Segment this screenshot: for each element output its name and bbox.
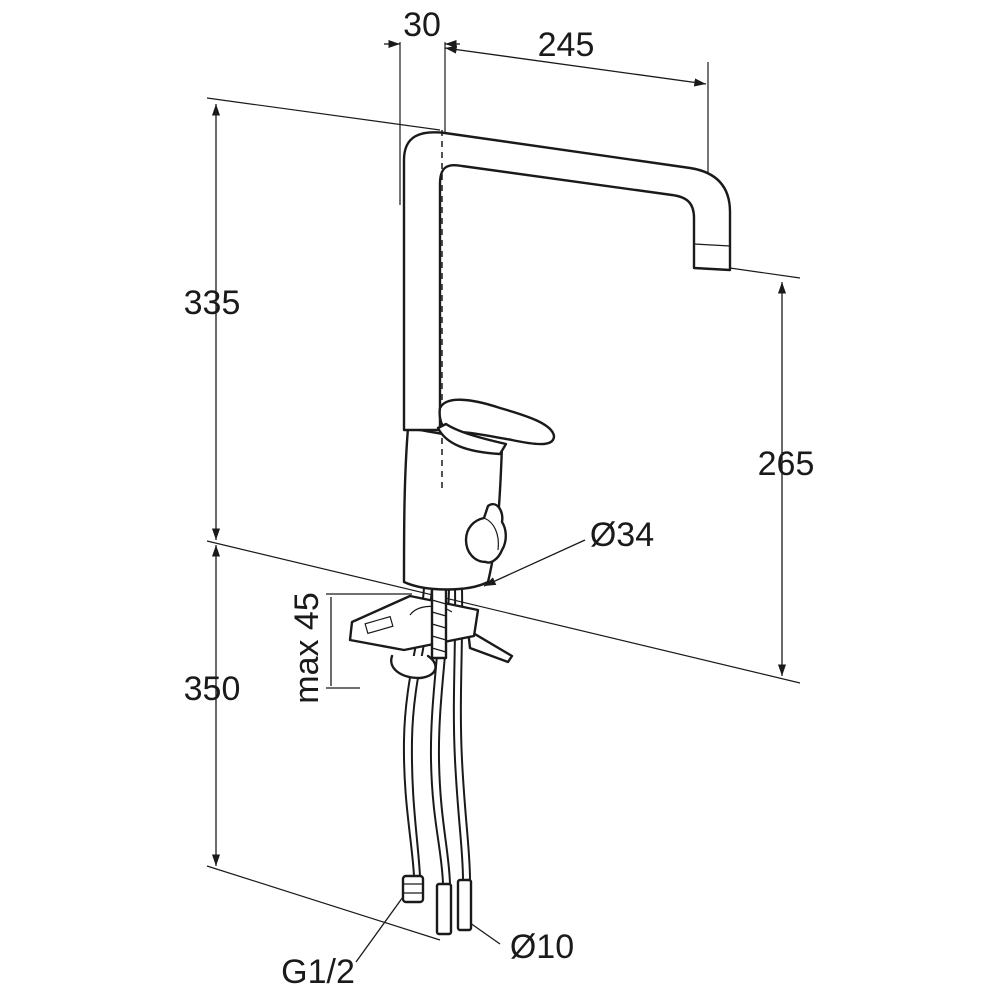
lever-base — [436, 422, 508, 456]
dim-line-245 — [444, 45, 707, 87]
spout-tip-ring — [693, 243, 731, 247]
label-245: 245 — [538, 26, 595, 64]
hose-fittings — [401, 874, 473, 936]
label-335: 335 — [184, 284, 241, 322]
label-g12: G1/2 — [281, 953, 355, 991]
pipe-end-right — [456, 878, 473, 932]
dimension-labels: 30 245 335 265 Ø34 max 45 350 G1/2 Ø10 — [184, 6, 815, 991]
leader-g12 — [355, 889, 409, 963]
label-30: 30 — [403, 6, 441, 44]
pipe-end-left — [435, 882, 453, 936]
dimension-lines — [211, 39, 787, 963]
label-d34: Ø34 — [590, 516, 654, 554]
label-265: 265 — [758, 445, 815, 483]
faucet-spout — [402, 131, 732, 432]
side-valve-knob — [464, 503, 507, 564]
g12-nut — [401, 874, 425, 904]
label-350: 350 — [184, 670, 241, 708]
leader-d34 — [483, 539, 586, 587]
label-d10: Ø10 — [510, 928, 574, 966]
mounting-rod — [430, 586, 448, 660]
label-max45: max 45 — [288, 592, 326, 704]
